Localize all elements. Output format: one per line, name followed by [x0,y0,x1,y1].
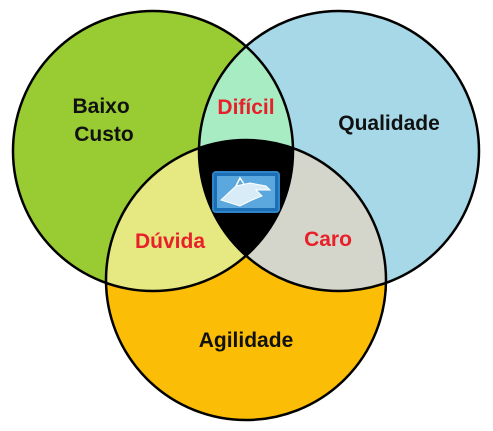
label-qualidade: Qualidade [338,112,440,135]
label-baixo: Baixo [72,95,129,118]
label-custo: Custo [74,123,134,146]
label-dificil: Difícil [217,96,274,119]
hand-pointer-icon [212,171,280,213]
label-baixo-custo: Baixo Custo [72,95,135,146]
circle-outlines [11,9,481,422]
label-duvida: Dúvida [135,230,205,253]
label-agilidade: Agilidade [199,329,294,352]
label-caro: Caro [304,228,352,251]
